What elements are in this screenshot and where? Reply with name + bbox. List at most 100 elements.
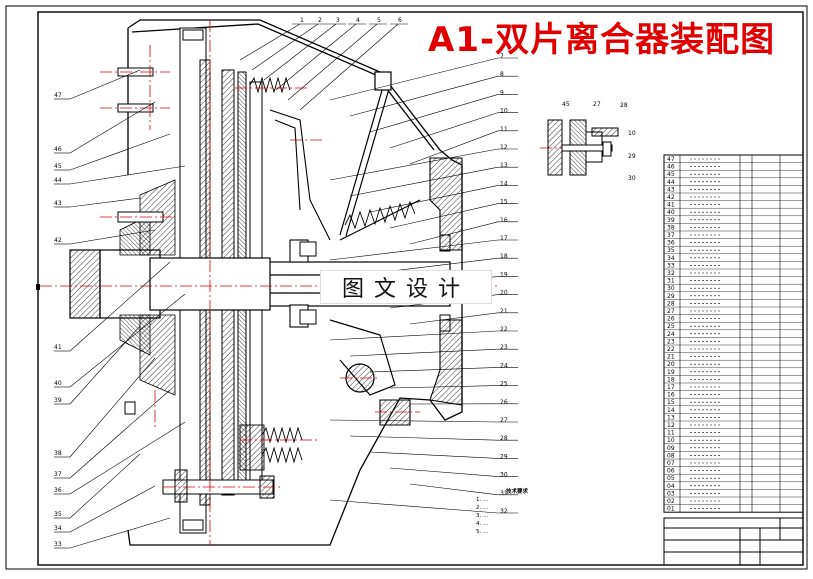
bom-row-number: 25 [667,323,675,330]
leader-label-36: 36 [54,487,62,494]
leader-label-24: 24 [500,362,508,369]
leader-label-5: 5 [377,17,381,24]
bom-row-number: 27 [667,308,675,315]
leader-label-18: 18 [500,253,508,260]
bom-row-number: 32 [667,270,675,277]
bom-row-number: 07 [667,460,675,467]
leader-label-4: 4 [356,17,360,24]
leader-label-28: 28 [500,435,508,442]
bom-row-number: 43 [667,186,675,193]
detail-label-30: 30 [628,175,636,182]
leader-label-16: 16 [500,217,508,224]
leader-label-40: 40 [54,380,62,387]
bom-row-number: 30 [667,285,675,292]
leader-label-10: 10 [500,108,508,115]
detail-view [548,120,618,175]
leader-label-22: 22 [500,326,508,333]
bom-row-number: 21 [667,354,675,361]
detail-label-10: 10 [628,130,636,137]
bom-row-number: 35 [667,247,675,254]
bom-row-number: 29 [667,293,675,300]
bom-row-number: 18 [667,376,675,383]
leader-label-13: 13 [500,162,508,169]
leader-label-12: 12 [500,144,508,151]
leader-label-35: 35 [54,511,62,518]
leader-label-9: 9 [500,89,504,96]
leader-label-19: 19 [500,271,508,278]
leader-label-39: 39 [54,397,62,404]
bom-row-number: 09 [667,445,675,452]
bom-row-number: 38 [667,224,675,231]
leader-label-23: 23 [500,344,508,351]
return-spring [345,202,415,228]
bom-row-number: 02 [667,498,675,505]
bom-row-number: 39 [667,217,675,224]
bom-row-number: 34 [667,255,675,262]
notes-heading: 技术要求 [506,488,626,496]
leader-label-29: 29 [500,453,508,460]
leader-label-41: 41 [54,344,62,351]
detail-label-27: 27 [593,101,601,108]
leader-label-26: 26 [500,399,508,406]
bom-row-number: 33 [667,262,675,269]
bom-row-number: 11 [667,430,675,437]
leader-label-27: 27 [500,417,508,424]
bom-row-number: 06 [667,468,675,475]
bom-row-number: 42 [667,194,675,201]
bom-row-number: 37 [667,232,675,239]
bom-row-number: 23 [667,338,675,345]
leader-label-6: 6 [398,17,402,24]
leader-label-11: 11 [500,126,508,133]
leader-label-42: 42 [54,237,62,244]
leader-label-34: 34 [54,525,62,532]
note-1: 1. ... [476,496,626,504]
release-fork [330,72,420,395]
leader-label-20: 20 [500,290,508,297]
watermark-stamp: 图文设计 [320,270,492,304]
bom-row-number: 31 [667,278,675,285]
note-5: 5. ... [476,528,626,536]
bom-row-number: 41 [667,202,675,209]
bom-row-number: 44 [667,179,675,186]
leader-label-37: 37 [54,471,62,478]
bom-row-number: 10 [667,437,675,444]
bom-row-number: 36 [667,240,675,247]
leader-label-44: 44 [54,177,62,184]
bom-row-number: 12 [667,422,675,429]
leader-label-17: 17 [500,235,508,242]
bom-row-number: 47 [667,156,675,163]
leader-label-1: 1 [300,17,304,24]
leader-label-33: 33 [54,541,62,548]
bom-row-number: 03 [667,490,675,497]
bom-row-number: 24 [667,331,675,338]
detail-label-28: 28 [620,102,628,109]
detail-label-29: 29 [628,153,636,160]
title-block [664,518,803,565]
bom-row-number: 40 [667,209,675,216]
note-4: 4. ... [476,520,626,528]
bom-row-number: 05 [667,475,675,482]
bom-row-number: 14 [667,407,675,414]
bom-row-number: 28 [667,300,675,307]
bom-row-number: 01 [667,506,675,513]
leader-label-47: 47 [54,92,62,99]
bom-row-number: 13 [667,414,675,421]
leader-label-15: 15 [500,199,508,206]
bom-row-number: 46 [667,164,675,171]
leader-label-2: 2 [318,17,322,24]
leader-label-38: 38 [54,450,62,457]
bom-row-number: 08 [667,452,675,459]
leader-label-25: 25 [500,381,508,388]
bom-row-number: 45 [667,171,675,178]
bom-row-number: 26 [667,316,675,323]
leader-label-43: 43 [54,200,62,207]
leader-label-46: 46 [54,146,62,153]
bom-row-number: 16 [667,392,675,399]
leader-label-45: 45 [54,163,62,170]
leader-label-14: 14 [500,180,508,187]
leader-label-21: 21 [500,308,508,315]
bom-row-number: 20 [667,361,675,368]
bom-row-number: 17 [667,384,675,391]
bom-row-number: 04 [667,483,675,490]
